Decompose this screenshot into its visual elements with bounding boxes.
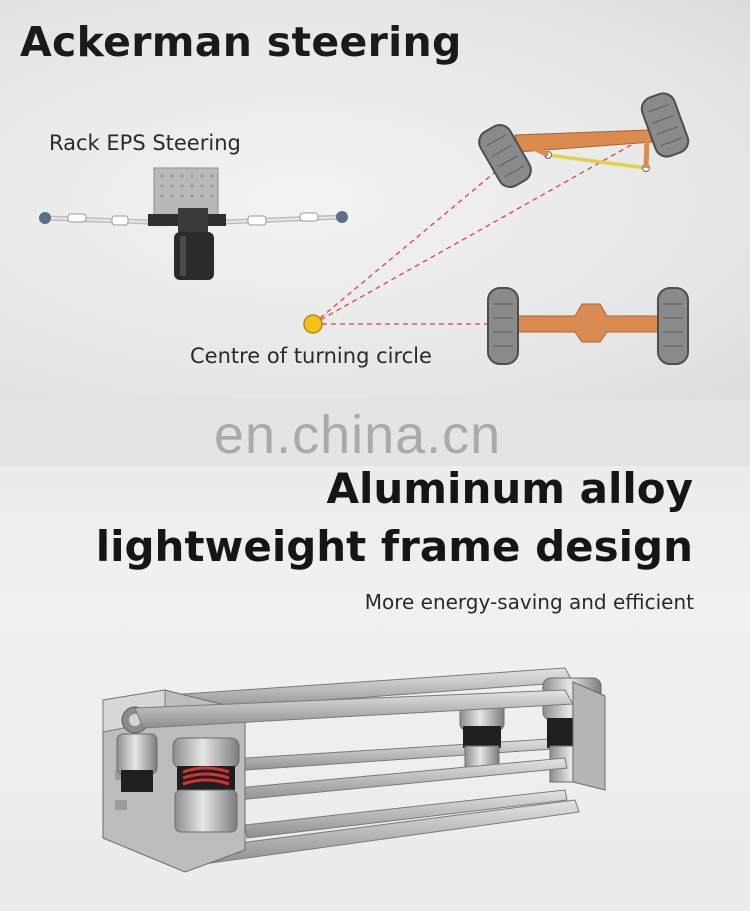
front-left-tire-icon (478, 124, 532, 188)
frame-subtitle: More energy-saving and efficient (364, 590, 694, 614)
frame-headline-line1: Aluminum alloy (326, 464, 693, 513)
watermark-text: en.china.cn (214, 405, 502, 465)
aluminum-frame-illustration (102, 667, 606, 873)
ackerman-geometry-diagram (303, 92, 690, 365)
rear-left-tire-icon (487, 287, 519, 365)
turning-centre-label: Centre of turning circle (190, 344, 432, 368)
turning-centre-marker (303, 314, 323, 334)
ackerman-panel (0, 0, 750, 400)
front-right-tire-icon (640, 92, 690, 158)
rear-right-tire-icon (657, 287, 689, 365)
frame-headline-line2: lightweight frame design (95, 522, 693, 571)
page-title: Ackerman steering (20, 18, 462, 66)
watermark-band (0, 398, 750, 466)
rack-eps-illustration (39, 167, 348, 280)
rack-eps-label: Rack EPS Steering (49, 131, 241, 155)
